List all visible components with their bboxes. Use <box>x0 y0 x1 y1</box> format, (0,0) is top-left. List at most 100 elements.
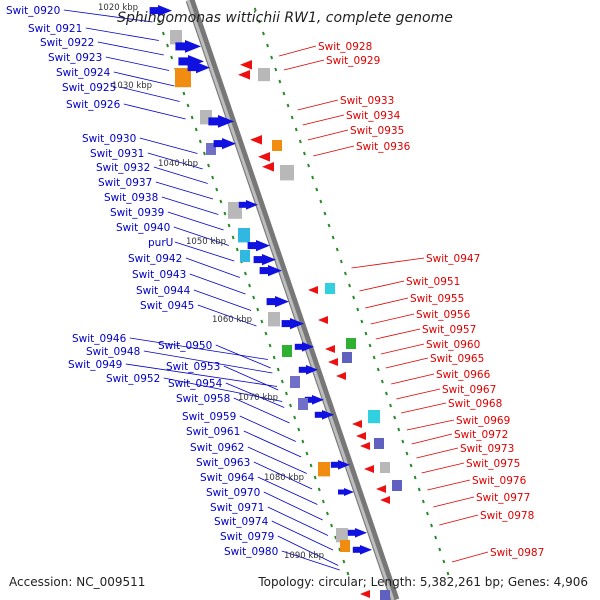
gene-label-left[interactable]: Swit_0954 <box>168 378 223 390</box>
kbp-tick-label: 1070 kbp <box>238 393 278 403</box>
gene-label-left[interactable]: Swit_0961 <box>186 426 240 438</box>
leader-line-left <box>239 415 297 442</box>
gene-label-left[interactable]: Swit_0943 <box>132 269 186 281</box>
gene-label-left[interactable]: Swit_0980 <box>224 546 278 558</box>
gene-label-right[interactable]: Swit_0966 <box>436 369 491 381</box>
gene-label-left[interactable]: Swit_0962 <box>190 442 244 454</box>
gene-label-right[interactable]: Swit_0936 <box>356 141 411 153</box>
gene-label-left[interactable]: Swit_0924 <box>56 67 111 79</box>
gene-label-right[interactable]: Swit_0957 <box>422 324 476 336</box>
dot-left <box>309 463 313 468</box>
leader-line-left <box>125 363 278 387</box>
gene-label-left[interactable]: Swit_0939 <box>110 207 164 219</box>
gene-arrow-body <box>149 7 158 15</box>
gene-arrow-left <box>246 200 258 210</box>
leader-line-left <box>257 476 318 505</box>
dot-right <box>261 31 265 36</box>
dot-right <box>266 43 270 48</box>
gene-label-right[interactable]: Swit_0969 <box>456 415 510 427</box>
leader-line-right <box>297 99 339 111</box>
gene-label-left[interactable]: Swit_0953 <box>166 361 220 373</box>
dot-left <box>293 415 297 420</box>
gene-label-left[interactable]: Swit_0938 <box>104 192 158 204</box>
gene-label-left[interactable]: Swit_0971 <box>210 502 264 514</box>
gene-label-left[interactable]: Swit_0945 <box>140 300 194 312</box>
dot-right <box>311 175 315 180</box>
gene-arrow-right <box>238 70 250 80</box>
dot-left <box>334 535 338 540</box>
dot-left <box>297 427 301 432</box>
gene-label-left[interactable]: Swit_0964 <box>200 472 255 484</box>
gene-label-right[interactable]: Swit_0987 <box>490 547 544 559</box>
leader-line-left <box>193 289 252 311</box>
gene-arrow-right <box>308 286 318 294</box>
gene-label-left[interactable]: Swit_0920 <box>6 5 60 17</box>
dot-right <box>331 235 335 240</box>
dot-right <box>319 199 323 204</box>
dot-left <box>284 391 288 396</box>
gene-label-right[interactable]: Swit_0976 <box>472 475 527 487</box>
gene-label-left[interactable]: Swit_0930 <box>82 133 136 145</box>
gene-label-right[interactable]: Swit_0955 <box>410 293 464 305</box>
gene-label-right[interactable]: Swit_0968 <box>448 398 502 410</box>
gene-label-left[interactable]: Swit_0950 <box>158 340 212 352</box>
gene-label-left[interactable]: Swit_0946 <box>72 333 127 345</box>
gene-label-left[interactable]: Swit_0963 <box>196 457 250 469</box>
gene-label-right[interactable]: Swit_0972 <box>454 429 508 441</box>
dot-left <box>157 19 161 24</box>
gene-label-right[interactable]: Swit_0928 <box>318 41 372 53</box>
gene-label-right[interactable]: Swit_0967 <box>442 384 496 396</box>
gene-label-right[interactable]: Swit_0934 <box>346 110 401 122</box>
gene-label-right[interactable]: Swit_0933 <box>340 95 394 107</box>
gene-label-left[interactable]: Swit_0925 <box>62 82 116 94</box>
gene-label-right[interactable]: Swit_0956 <box>416 309 471 321</box>
gene-box <box>268 312 280 327</box>
leader-line-right <box>391 373 435 385</box>
dot-right <box>294 127 298 132</box>
gene-arrow-body <box>247 242 256 250</box>
gene-label-right[interactable]: Swit_0977 <box>476 492 530 504</box>
gene-label-left[interactable]: Swit_0932 <box>96 162 150 174</box>
gene-label-right[interactable]: Swit_0951 <box>406 276 460 288</box>
gene-label-left[interactable]: Swit_0922 <box>40 37 94 49</box>
gene-label-left[interactable]: Swit_0940 <box>116 222 170 234</box>
gene-labels[interactable]: Swit_0920Swit_0921Swit_0922Swit_0923Swit… <box>6 5 544 559</box>
gene-label-right[interactable]: Swit_0960 <box>426 339 480 351</box>
gene-label-left[interactable]: Swit_0970 <box>206 487 260 499</box>
leader-line-right <box>307 129 349 141</box>
gene-arrow-right <box>318 316 328 324</box>
gene-label-left[interactable]: purU <box>148 237 173 249</box>
gene-label-left[interactable]: Swit_0949 <box>68 359 122 371</box>
gene-label-right[interactable]: Swit_0978 <box>480 510 534 522</box>
gene-arrow-left <box>344 488 354 496</box>
dot-right <box>315 187 319 192</box>
gene-label-left[interactable]: Swit_0931 <box>90 148 144 160</box>
gene-label-right[interactable]: Swit_0975 <box>466 458 520 470</box>
gene-label-left[interactable]: Swit_0937 <box>98 177 152 189</box>
gene-label-left[interactable]: Swit_0952 <box>106 373 160 385</box>
gene-label-left[interactable]: Swit_0942 <box>128 253 182 265</box>
gene-arrow-body <box>208 117 218 126</box>
gene-box <box>368 410 380 424</box>
gene-label-left[interactable]: Swit_0958 <box>176 393 230 405</box>
gene-label-left[interactable]: Swit_0923 <box>48 52 102 64</box>
gene-arrow-body <box>281 320 290 328</box>
gene-label-left[interactable]: Swit_0974 <box>214 516 269 528</box>
gene-label-right[interactable]: Swit_0973 <box>460 443 514 455</box>
gene-arrow-left <box>360 545 372 555</box>
gene-label-right[interactable]: Swit_0929 <box>326 55 380 67</box>
gene-label-right[interactable]: Swit_0965 <box>430 353 484 365</box>
gene-label-left[interactable]: Swit_0948 <box>86 346 140 358</box>
gene-label-right[interactable]: Swit_0947 <box>426 253 480 265</box>
gene-arrow-left <box>196 62 210 74</box>
gene-label-left[interactable]: Swit_0926 <box>66 99 121 111</box>
gene-arrow-right <box>240 60 252 70</box>
gene-label-left[interactable]: Swit_0921 <box>28 23 82 35</box>
gene-arrow-body <box>213 140 222 148</box>
gene-box <box>282 345 292 357</box>
gene-label-right[interactable]: Swit_0935 <box>350 125 404 137</box>
gene-label-left[interactable]: Swit_0959 <box>182 411 236 423</box>
gene-label-left[interactable]: Swit_0979 <box>220 531 274 543</box>
gene-label-left[interactable]: Swit_0944 <box>136 285 191 297</box>
